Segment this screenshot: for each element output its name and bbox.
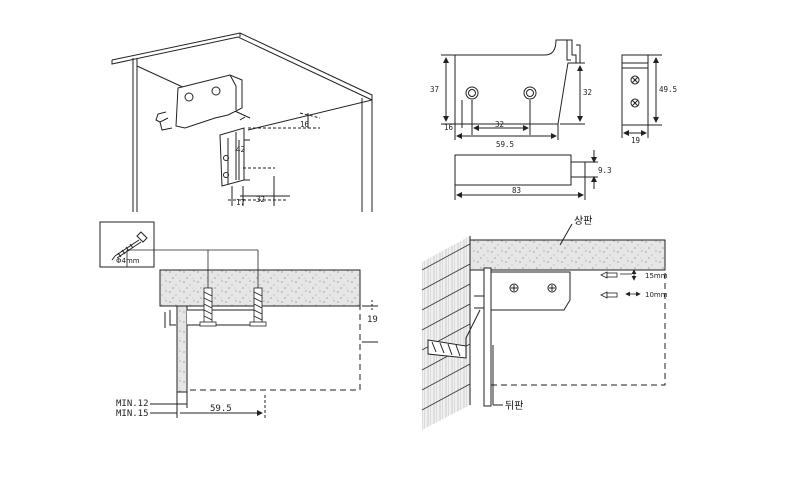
end-dim-49-5: 49.5 [659,85,677,94]
min-15-label: MIN.15 [116,409,149,419]
end-dim-19: 19 [631,136,640,145]
top-dim-9-3: 9.3 [598,166,612,175]
left-dim-59-5: 59.5 [210,404,232,414]
left-dim-19: 19 [367,315,378,325]
adjust-arrows [600,269,641,299]
screw-icon [111,231,148,261]
side-dim-32-height: 32 [583,88,592,97]
side-dim-37: 37 [430,85,439,94]
side-dim-59-5: 59.5 [496,140,514,149]
iso-dim-16: 16 [300,120,310,129]
min-12-label: MIN.12 [116,399,149,409]
plus-screw-icon-2 [547,283,557,293]
bracket-end-view [621,54,662,138]
side-dim-32-holes: 32 [495,120,504,129]
top-panel-label: 상판 [574,215,592,227]
adjust-10-label: 10mm [645,291,668,299]
left-section-view [126,249,378,418]
right-section-view [421,223,666,430]
iso-dim-32: 32 [256,195,265,204]
top-dim-83: 83 [512,186,521,195]
plus-screw-icon-1 [509,283,519,293]
iso-cabinet-view [111,32,373,212]
bracket-top-view [454,150,598,200]
bracket-side-view [441,39,585,140]
back-panel-label: 뒤판 [505,400,523,412]
side-dim-16: 16 [444,123,454,132]
adjust-15-label: 15mm [645,272,668,280]
iso-dim-17: 17 [236,198,245,207]
iso-dim-42: 42 [236,145,245,154]
screw-size-label: Φ4mm [116,257,140,265]
